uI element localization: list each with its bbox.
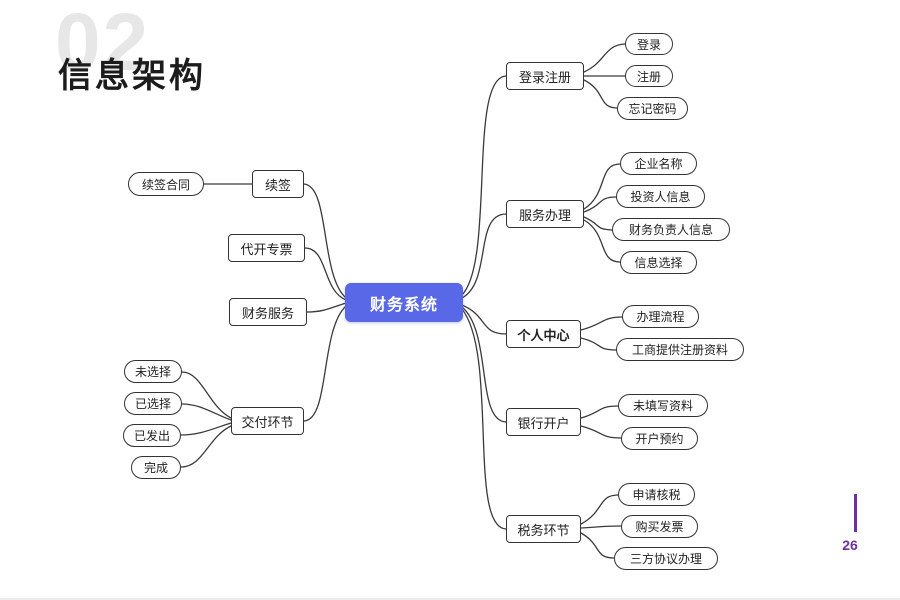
leaf-node-finance-officer-info: 财务负责人信息 — [612, 218, 730, 241]
connector — [580, 525, 622, 529]
branch-node-login-register: 登录注册 — [506, 62, 584, 90]
connector — [461, 308, 507, 530]
page-title: 信息架构 — [58, 57, 206, 95]
connector — [180, 422, 232, 436]
connector — [580, 405, 619, 419]
connector — [583, 43, 626, 73]
connector — [580, 532, 615, 559]
leaf-node-completed: 完成 — [131, 456, 181, 479]
connector — [583, 196, 617, 213]
connector — [583, 219, 621, 263]
branch-node-personal-center: 个人中心 — [506, 320, 581, 348]
root-node-financial-system: 财务系统 — [345, 283, 463, 322]
leaf-node-process-flow: 办理流程 — [622, 305, 699, 328]
leaf-node-unfilled-info: 未填写资料 — [618, 394, 708, 417]
branch-node-special-invoice: 代开专票 — [228, 234, 305, 262]
connector — [304, 247, 347, 301]
section-number-watermark: 02 — [55, 0, 151, 88]
leaf-node-tripartite-agreement: 三方协议办理 — [614, 547, 718, 570]
connector — [583, 216, 613, 231]
leaf-node-company-name: 企业名称 — [620, 152, 697, 175]
connector — [580, 494, 619, 525]
leaf-node-investor-info: 投资人信息 — [616, 185, 705, 208]
branch-node-delivery-stage: 交付环节 — [231, 407, 304, 435]
connector — [461, 213, 507, 299]
connector — [303, 305, 347, 422]
leaf-node-info-selection: 信息选择 — [620, 251, 697, 274]
connector — [583, 163, 621, 210]
leaf-node-buy-invoice: 购买发票 — [621, 515, 698, 538]
leaf-node-business-registration-materials: 工商提供注册资料 — [616, 338, 744, 361]
branch-node-service-handling: 服务办理 — [506, 200, 584, 228]
connector — [306, 302, 347, 313]
connector — [580, 337, 617, 351]
connector — [461, 306, 507, 423]
connector — [181, 371, 232, 419]
connector — [583, 79, 618, 109]
leaf-node-apply-tax-verification: 申请核税 — [618, 483, 695, 506]
connector — [303, 183, 347, 299]
leaf-node-login: 登录 — [625, 33, 673, 55]
connector — [461, 75, 507, 296]
leaf-node-sent: 已发出 — [123, 424, 181, 447]
connector — [181, 403, 232, 421]
connector — [461, 304, 507, 335]
leaf-node-selected: 已选择 — [124, 392, 182, 415]
branch-node-tax-stage: 税务环节 — [506, 515, 581, 543]
page-accent-line — [854, 494, 857, 532]
leaf-node-renewal-contract: 续签合同 — [128, 172, 204, 196]
branch-node-financial-service: 财务服务 — [229, 298, 307, 326]
branch-node-renewal: 续签 — [252, 170, 304, 198]
connector — [580, 425, 622, 439]
connector — [180, 425, 232, 468]
leaf-node-account-appointment: 开户预约 — [621, 427, 698, 450]
connector — [580, 316, 623, 331]
leaf-node-register: 注册 — [625, 65, 673, 87]
leaf-node-forgot-password: 忘记密码 — [617, 97, 688, 120]
page-number: 26 — [842, 537, 858, 553]
leaf-node-not-selected: 未选择 — [124, 360, 182, 383]
branch-node-bank-account-opening: 银行开户 — [506, 408, 581, 436]
